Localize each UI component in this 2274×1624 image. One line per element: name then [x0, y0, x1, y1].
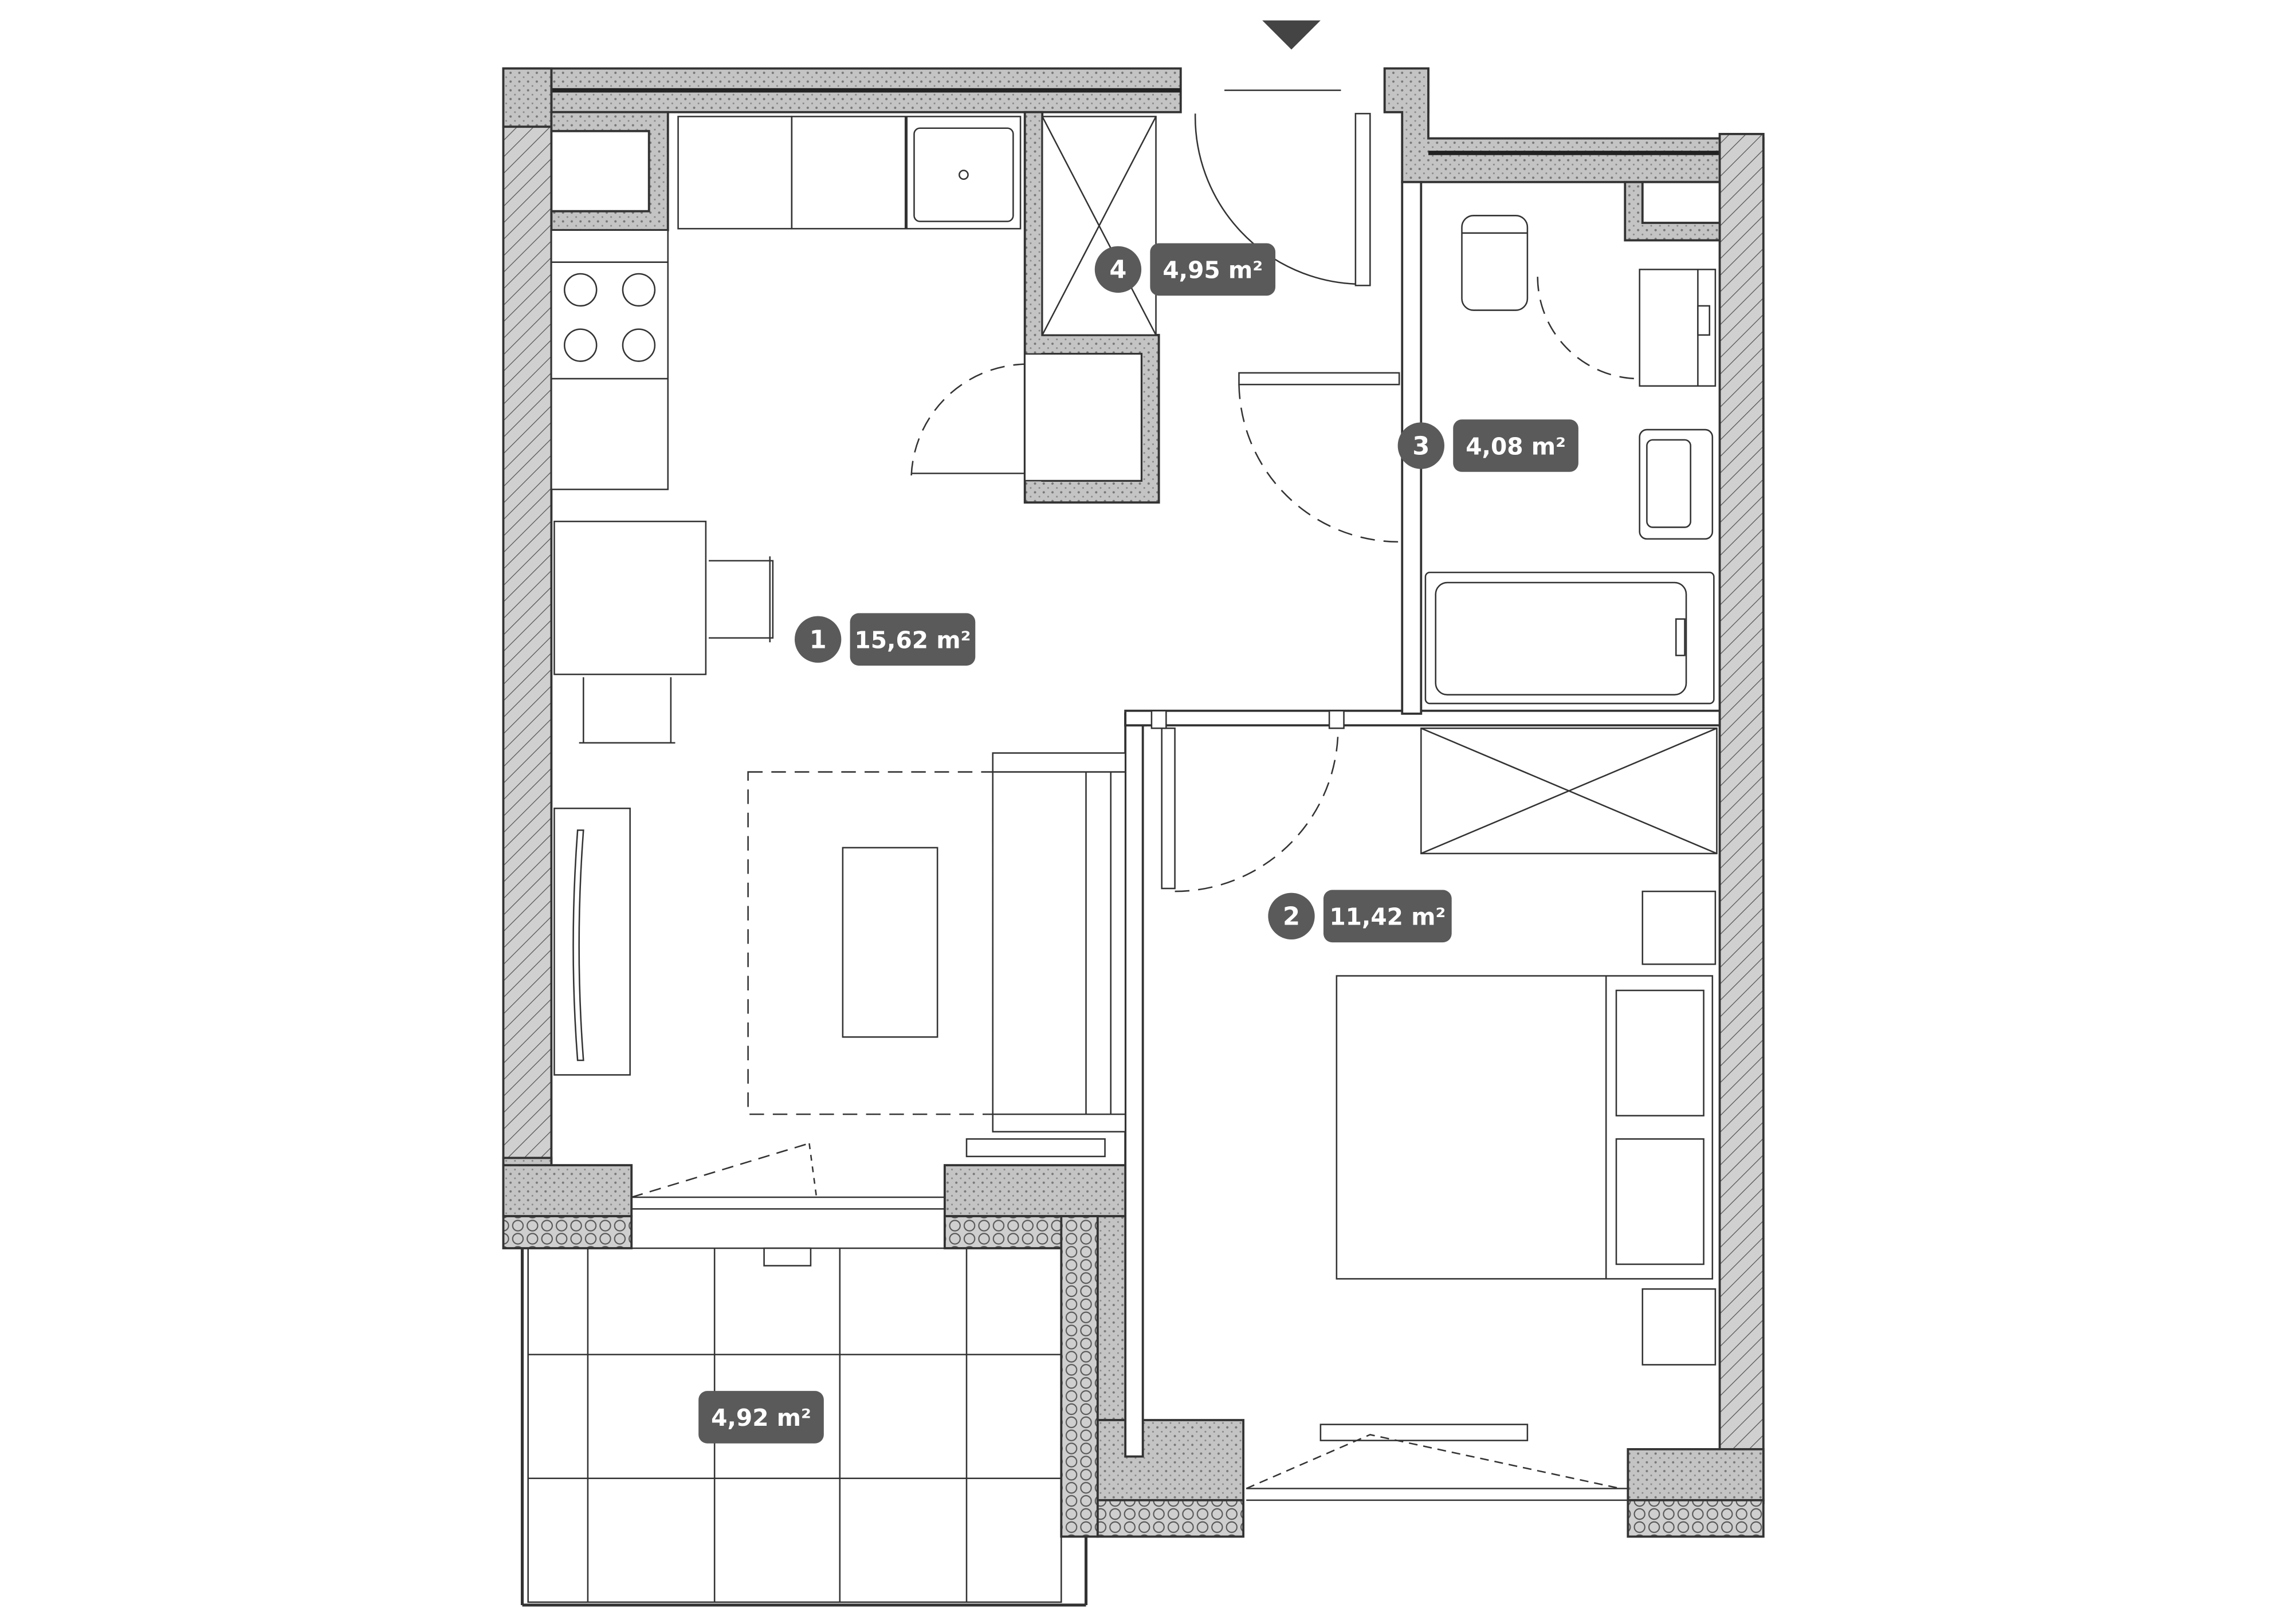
balcony-area-badge	[698, 1391, 824, 1444]
room-number: 3	[1412, 432, 1429, 461]
wall-left	[502, 67, 553, 1213]
room-area: 11,42 m²	[1329, 903, 1446, 931]
nightstand	[1641, 1288, 1717, 1366]
room-label-3: 3 4,08 m²	[1397, 419, 1578, 472]
rug	[747, 771, 994, 1115]
room-number-badge	[794, 616, 842, 663]
dining-table	[553, 520, 707, 675]
wall-bedroom-bottom-left	[1096, 1419, 1245, 1501]
cabinet	[1639, 269, 1717, 387]
wall-kitchen-notch	[550, 111, 669, 231]
pillow-icon	[1615, 1138, 1704, 1265]
wall-bedroom-top	[1124, 709, 1721, 727]
sofa	[992, 752, 1126, 1133]
kitchen-cabinet-2	[791, 116, 906, 230]
walls	[502, 67, 1765, 1538]
stove-burner-icon	[622, 328, 656, 362]
room-label-4: 4 4,95 m²	[1094, 243, 1276, 296]
closet	[910, 116, 1157, 482]
wall-bottom-mid	[943, 1164, 1143, 1217]
room-number: 1	[810, 626, 827, 654]
bathroom	[1238, 215, 1717, 705]
entrance-door[interactable]	[1194, 89, 1371, 286]
balcony	[520, 1247, 1088, 1607]
stove-burner-icon	[622, 273, 656, 307]
room-area: 4,95 m²	[1162, 257, 1263, 284]
chair-icon	[708, 556, 774, 643]
room-label-1: 1 15,62 m²	[794, 613, 976, 666]
wall-right	[1718, 133, 1765, 1504]
nightstand	[1641, 890, 1717, 965]
room-number: 4	[1109, 256, 1126, 285]
tv-cabinet	[553, 807, 631, 1076]
kitchen	[551, 116, 1022, 744]
chair-icon	[579, 677, 675, 744]
stove-burner-icon	[563, 328, 598, 362]
room-number-badge	[1397, 422, 1444, 469]
kitchen-cabinet-1	[677, 116, 793, 230]
entrance-arrow-icon	[1262, 20, 1321, 50]
coffee-table	[842, 847, 938, 1038]
wall-top-right-step	[1383, 67, 1765, 183]
stove-burner-icon	[563, 273, 598, 307]
room-number-badge	[1268, 892, 1315, 939]
room-area: 15,62 m²	[854, 626, 971, 654]
room-label-2: 2 11,42 m²	[1268, 890, 1452, 943]
room-number-badge	[1094, 246, 1142, 293]
room-number: 2	[1283, 903, 1300, 931]
wall-bedroom-bottom-right	[1627, 1448, 1765, 1501]
wall-bottom-left	[502, 1164, 633, 1217]
room-area-badge	[1453, 419, 1578, 472]
tv-icon	[572, 829, 584, 1061]
balcony-label: 4,92 m²	[698, 1391, 824, 1444]
bedroom	[1150, 710, 1718, 1501]
sink-drain-icon	[959, 170, 969, 180]
room-area-badge	[850, 613, 976, 666]
balcony-area: 4,92 m²	[711, 1404, 811, 1432]
room-area-badge	[1323, 890, 1452, 943]
pillow-icon	[1615, 989, 1704, 1116]
living-area	[553, 752, 1126, 1210]
kitchen-counter-left	[551, 229, 669, 490]
toilet-icon	[1461, 215, 1529, 311]
room-area-badge	[1150, 243, 1276, 296]
room-area: 4,08 m²	[1466, 432, 1566, 460]
wall-balcony-side	[1060, 1215, 1099, 1538]
wall-living-bedroom	[1124, 712, 1144, 1458]
